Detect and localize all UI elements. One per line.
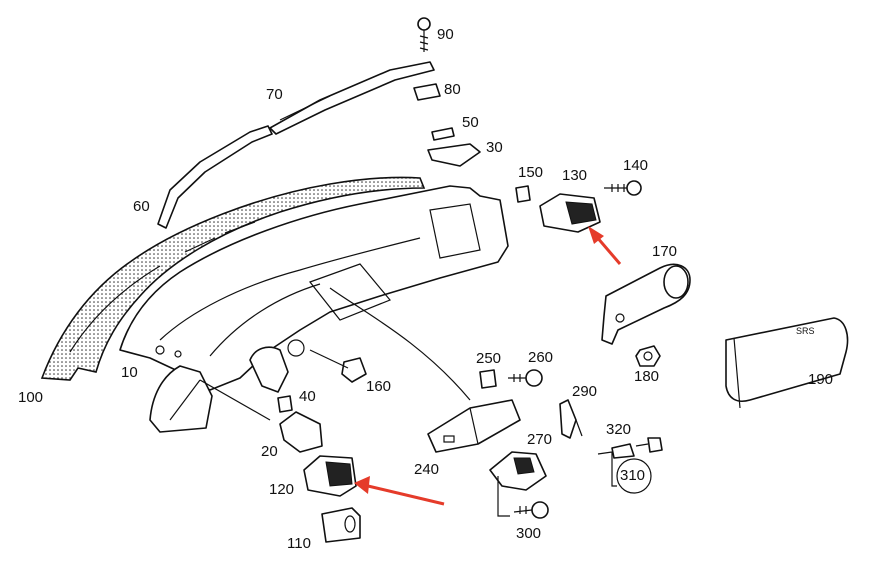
label-190: 190	[808, 371, 834, 388]
label-130: 130	[562, 167, 588, 184]
label-60: 60	[133, 198, 150, 215]
part-240-storage-tray	[427, 399, 521, 453]
part-120-air-vent	[303, 455, 357, 497]
label-20: 20	[261, 443, 278, 460]
part-290-bracket	[559, 399, 583, 439]
label-150: 150	[518, 164, 544, 181]
label-90: 90	[437, 26, 454, 43]
label-250: 250	[476, 350, 502, 367]
part-300-screw	[497, 476, 549, 519]
part-10-dashboard-body	[119, 185, 509, 391]
part-320-key-cylinder	[597, 443, 635, 459]
part-270-bracket	[489, 451, 547, 491]
part-70-trim-strip	[269, 61, 435, 135]
part-150-clip	[515, 185, 531, 203]
label-100: 100	[18, 389, 44, 406]
part-250-clip	[479, 369, 497, 389]
red-arrow-to-120	[354, 476, 445, 506]
part-80-clip	[413, 83, 441, 101]
label-120: 120	[269, 481, 295, 498]
part-190-airbag-cover: SRS	[725, 317, 849, 409]
label-80: 80	[444, 81, 461, 98]
part-260-screw	[508, 369, 543, 387]
part-60-trim-strip	[157, 125, 273, 229]
label-10: 10	[121, 364, 138, 381]
part-180-nut	[635, 345, 661, 367]
label-270: 270	[527, 431, 553, 448]
part-100-dashboard-top	[40, 176, 426, 381]
part-160-bracket	[341, 357, 367, 383]
part-30-cover	[427, 143, 481, 167]
label-240: 240	[414, 461, 440, 478]
label-40: 40	[299, 388, 316, 405]
label-140: 140	[623, 157, 649, 174]
label-320: 320	[606, 421, 632, 438]
label-110: 110	[287, 535, 311, 552]
part-310-key	[611, 437, 663, 494]
label-300: 300	[516, 525, 542, 542]
label-180: 180	[634, 368, 660, 385]
part-50-pad	[431, 127, 455, 141]
label-170: 170	[652, 243, 678, 260]
part-10-lower-console	[149, 365, 213, 433]
part-110-switch	[321, 507, 361, 543]
label-50: 50	[462, 114, 479, 131]
label-260: 260	[528, 349, 554, 366]
label-290: 290	[572, 383, 598, 400]
label-30: 30	[486, 139, 503, 156]
label-70: 70	[266, 86, 283, 103]
label-160: 160	[366, 378, 392, 395]
red-arrow-to-130	[588, 226, 622, 265]
part-140-screw	[604, 180, 642, 196]
part-40-clip	[277, 395, 293, 413]
part-10-center-trim	[249, 346, 289, 393]
part-170-airbag-module	[601, 263, 691, 345]
part-130-air-vent	[539, 193, 601, 233]
part-20-air-duct	[279, 411, 323, 453]
part-90-screw	[417, 17, 431, 52]
leader-lines	[199, 287, 471, 421]
svg-text:SRS: SRS	[796, 326, 815, 336]
label-310: 310	[620, 467, 646, 484]
